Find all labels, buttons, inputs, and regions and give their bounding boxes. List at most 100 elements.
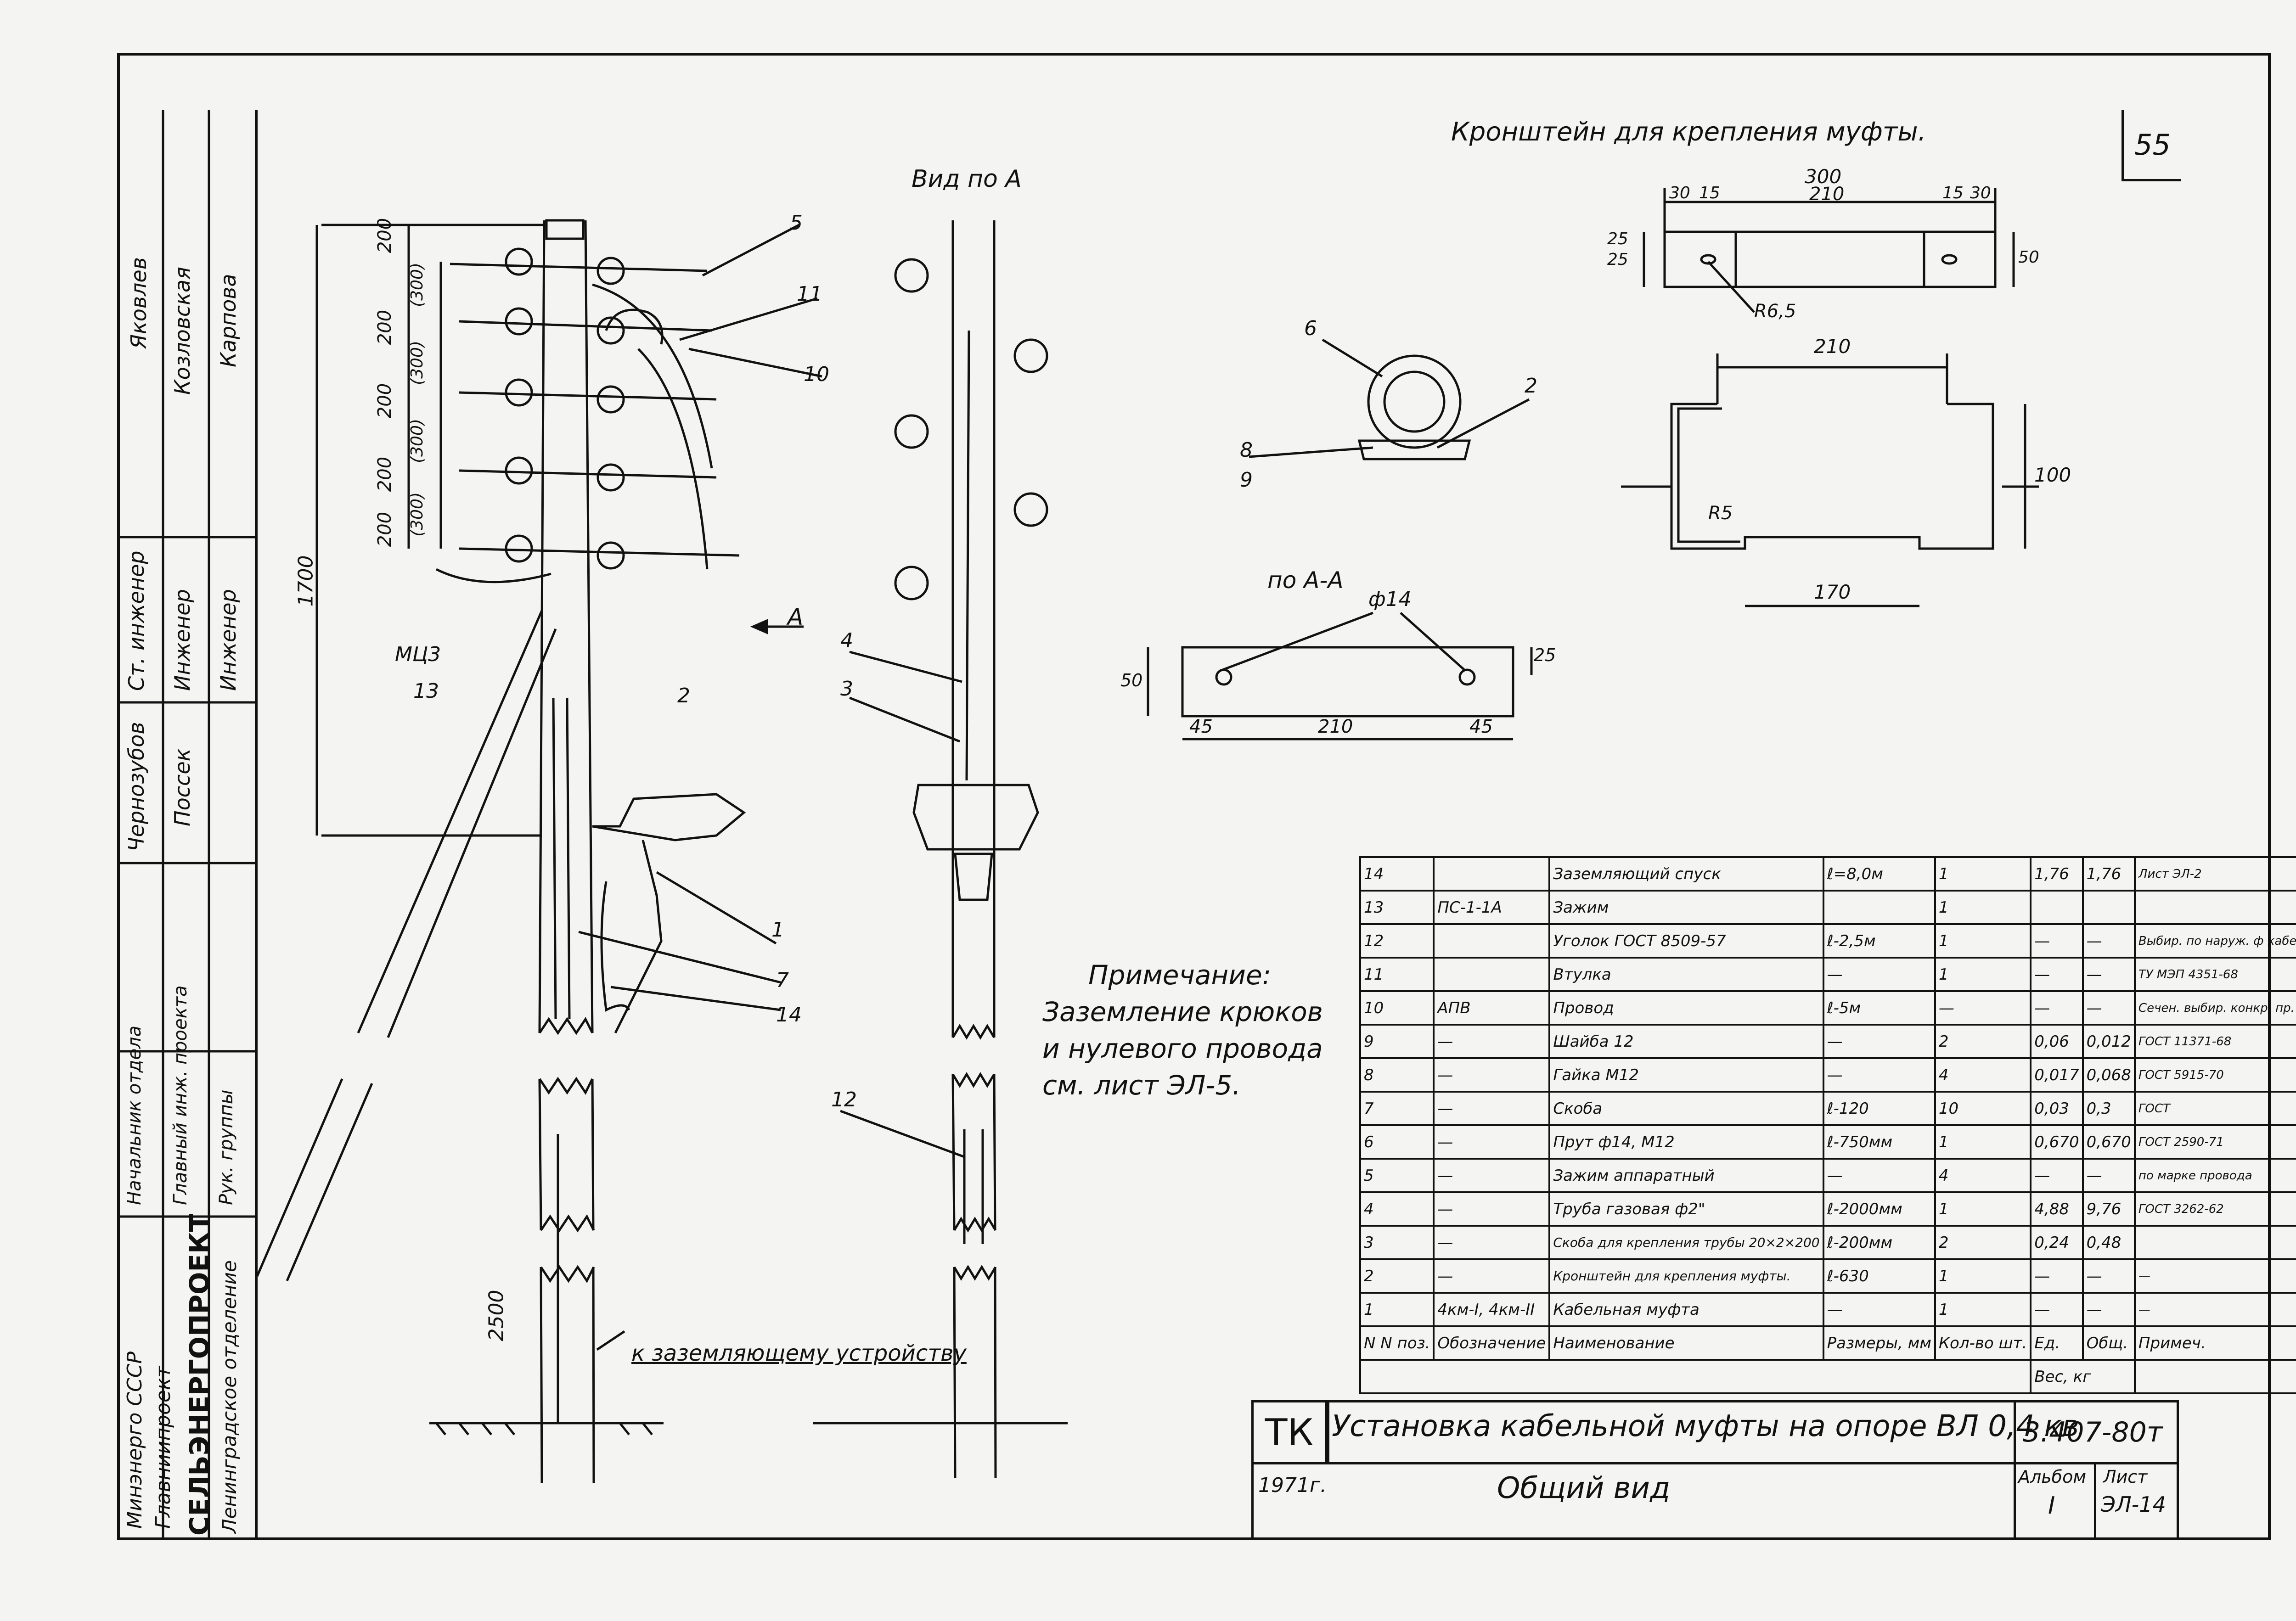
callout-11: 11 (797, 282, 822, 306)
dim-section-210: 210 (1318, 716, 1353, 737)
spec-cell-note: Сечен. выбир. конкр. пр. (2133, 990, 2296, 1026)
spec-cell-note: ГОСТ 11371-68 (2133, 1024, 2296, 1059)
spec-cell-designation: — (1433, 1191, 1551, 1227)
hdr-designation: Обозначение (1433, 1325, 1551, 1361)
callout-7: 7 (776, 969, 789, 992)
spec-cell-unit-weight: — (2030, 1292, 2084, 1327)
dim-section-hole: ф14 (1368, 588, 1412, 611)
dim-plan-100: 100 (2034, 464, 2071, 486)
spec-cell-designation: 4км-I, 4км-II (1433, 1292, 1551, 1327)
tb-sheet-label: Лист (2103, 1467, 2148, 1487)
spec-cell-designation: — (1433, 1024, 1551, 1059)
spec-cell-qty: 2 (1934, 1225, 2032, 1260)
dim-300-4: (300) (407, 492, 427, 537)
hdr-total: Общ. (2082, 1325, 2136, 1361)
spec-cell-pos: 4 (1359, 1191, 1435, 1227)
spec-cell-pos: 8 (1359, 1057, 1435, 1093)
spec-cell-name: Заземляющий спуск (1548, 856, 1824, 892)
spec-cell-name: Шайба 12 (1548, 1024, 1824, 1059)
spec-cell-designation: — (1433, 1124, 1551, 1160)
tb-docno: 3.407-80т (2023, 1416, 2163, 1448)
spec-header-row: N N поз. Обозначение Наименование Размер… (1359, 1325, 2296, 1361)
spec-cell-unit-weight: 4,88 (2030, 1191, 2084, 1227)
spec-cell-qty: — (1934, 990, 2032, 1026)
spec-cell-qty: 1 (1934, 1124, 2032, 1160)
spec-cell-name: Труба газовая ф2" (1548, 1191, 1824, 1227)
callout-8: 8 (1240, 438, 1253, 462)
hdr-note: Примеч. (2133, 1325, 2296, 1361)
spec-cell-name: Зажим (1548, 890, 1824, 925)
spec-cell-size: — (1822, 957, 1936, 992)
dim-plan-r5: R5 (1708, 503, 1733, 524)
spec-cell-name: Гайка М12 (1548, 1057, 1824, 1093)
spec-cell-total-weight: — (2082, 923, 2136, 959)
callout-6: 6 (1304, 317, 1317, 340)
spec-cell-pos: 1 (1359, 1292, 1435, 1327)
spec-cell-unit-weight: — (2030, 1158, 2084, 1193)
spec-cell-name: Провод (1548, 990, 1824, 1026)
callout-mts3: МЦ3 (395, 643, 441, 666)
tb-docno-cell (2014, 1400, 2179, 1464)
spec-cell-name: Скоба для крепления трубы 20×2×200 (1548, 1225, 1824, 1260)
hdr-size: Размеры, мм (1822, 1325, 1936, 1361)
dim-bracket-15b: 15 (1942, 184, 1964, 202)
dim-200-1: 200 (374, 218, 396, 253)
spec-cell-qty: 1 (1934, 856, 2032, 892)
spec-cell-total-weight: 0,48 (2082, 1225, 2136, 1260)
spec-cell-designation: — (1433, 1091, 1551, 1126)
callout-13: 13 (413, 679, 439, 703)
spec-cell-pos: 14 (1359, 856, 1435, 892)
tb-sheet: ЭЛ-14 (2101, 1492, 2166, 1517)
spec-cell-note: Лист ЭЛ-2 (2133, 856, 2296, 892)
dim-300-2: (300) (407, 341, 427, 385)
spec-cell-total-weight: — (2082, 957, 2136, 992)
hdr-qty: Кол-во шт. (1934, 1325, 2032, 1361)
spec-cell-size: ℓ-5м (1822, 990, 1936, 1026)
spec-cell-pos: 2 (1359, 1258, 1435, 1294)
spec-cell-total-weight: 9,76 (2082, 1191, 2136, 1227)
dim-bracket-15a: 15 (1699, 184, 1720, 202)
spec-cell-qty: 4 (1934, 1057, 2032, 1093)
dim-section-45a: 45 (1189, 716, 1213, 737)
tb-title: Установка кабельной муфты на опоре ВЛ 0,… (1332, 1409, 2079, 1443)
dim-200-4: 200 (374, 456, 396, 492)
spec-cell-qty: 1 (1934, 957, 2032, 992)
section-title: по А-А (1267, 567, 1344, 594)
spec-cell-pos: 9 (1359, 1024, 1435, 1059)
title-block (1251, 1400, 2179, 1540)
spec-cell-size: ℓ-2,5м (1822, 923, 1936, 959)
spec-cell-qty: 4 (1934, 1158, 2032, 1193)
hdr-weight: Вес, кг (2030, 1359, 2136, 1394)
spec-cell-size: ℓ-750мм (1822, 1124, 1936, 1160)
tb-album: I (2048, 1492, 2055, 1520)
hdr-pos: N N поз. (1359, 1325, 1435, 1361)
spec-cell-note: — (2133, 1258, 2296, 1294)
spec-cell-total-weight: — (2082, 1158, 2136, 1193)
spec-cell-size: ℓ-200мм (1822, 1225, 1936, 1260)
spec-cell-total-weight (2082, 890, 2136, 925)
dim-bracket-300: 300 (1805, 165, 1842, 188)
spec-cell-pos: 12 (1359, 923, 1435, 959)
dim-section-50: 50 (1120, 670, 1143, 690)
spec-cell-size (1822, 890, 1936, 925)
spec-cell-pos: 11 (1359, 957, 1435, 992)
spec-cell-total-weight: 0,012 (2082, 1024, 2136, 1059)
spec-cell-note (2133, 890, 2296, 925)
spec-cell-designation: — (1433, 1225, 1551, 1260)
spec-cell-name: Прут ф14, М12 (1548, 1124, 1824, 1160)
spec-cell-note: ГОСТ 5915-70 (2133, 1057, 2296, 1093)
callout-1: 1 (771, 918, 784, 942)
spec-cell-designation: ПС-1-1А (1433, 890, 1551, 925)
dim-bracket-30b: 30 (1970, 184, 1991, 202)
spec-cell-pos: 6 (1359, 1124, 1435, 1160)
dim-plan-170: 170 (1814, 581, 1851, 603)
